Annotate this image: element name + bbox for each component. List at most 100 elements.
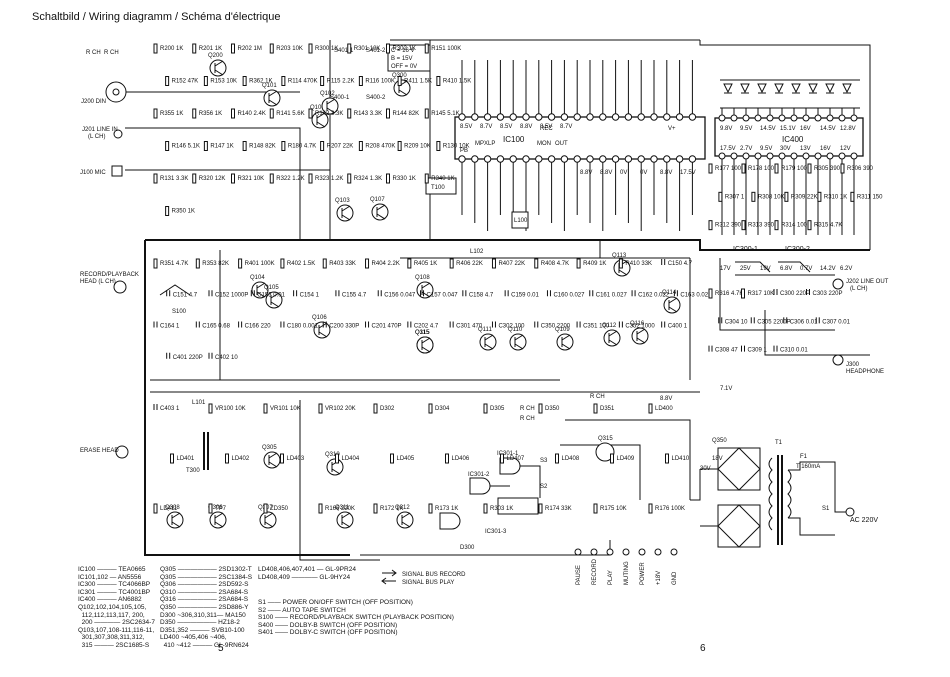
part-label: R141 5.6K <box>276 111 304 117</box>
transistor-emitter <box>268 461 278 468</box>
part-label: C164 1 <box>160 324 180 330</box>
part-label: R306 390 <box>847 166 874 172</box>
svg-text:C = 16 V: C = 16 V <box>391 48 415 54</box>
resistor-body <box>358 76 363 86</box>
resistor-body <box>308 173 313 184</box>
part-label: R355 1K <box>160 111 183 117</box>
part-label: C151 4.7 <box>173 292 198 298</box>
part-label: C155 4.7 <box>342 292 367 298</box>
part-label: LD401 <box>177 456 195 462</box>
control-pin <box>670 548 678 556</box>
resistor-body <box>269 43 274 54</box>
control-pin <box>654 548 662 556</box>
ic400-pin <box>790 152 798 160</box>
svg-text:J200 DIN: J200 DIN <box>81 99 106 105</box>
transistor-symbol <box>509 333 527 351</box>
resistor-body <box>192 108 197 119</box>
part-label: R116 100K <box>365 79 395 85</box>
ic400-pin <box>754 114 762 122</box>
resistor-body <box>538 503 543 514</box>
transistor-symbol <box>263 451 281 469</box>
part-label: LD402 <box>232 456 250 462</box>
ic100-pin <box>611 113 620 121</box>
input-jacks: J200 DIN R CH R CH J201 LINE IN (L CH) J… <box>80 50 127 177</box>
resistor-body <box>436 76 441 86</box>
ic100-pin <box>611 155 620 163</box>
part-label: C158 4.7 <box>469 292 494 298</box>
part-label: R407 22K <box>498 261 525 267</box>
resistor-body <box>347 108 352 119</box>
transistor-label: Q112 <box>602 323 617 329</box>
t100-block: T100 L100 <box>425 177 529 229</box>
svg-text:IC301-2: IC301-2 <box>468 472 490 478</box>
transistor-collector <box>214 60 224 67</box>
part-label: R350 1K <box>172 209 195 215</box>
part-label: R312 390 <box>715 223 742 229</box>
ic100-pin <box>688 155 697 163</box>
svg-text:R CH: R CH <box>86 50 101 56</box>
svg-text:MON: MON <box>537 141 551 147</box>
transistor-collector <box>608 330 618 337</box>
transistor-label: Q310 <box>325 452 340 458</box>
part-label: C153 0.01 <box>257 292 285 298</box>
part-label: C157 0.047 <box>427 292 459 298</box>
ic100-pin <box>535 155 543 163</box>
transistor-collector <box>268 452 278 459</box>
resistor-body <box>153 43 158 54</box>
voltage-label: 8.7V <box>480 124 492 130</box>
part-label: LD404 <box>342 456 360 462</box>
part-label: R151 100K <box>431 46 461 52</box>
resistor-body <box>648 403 653 414</box>
voltage-label: 16V <box>820 146 831 152</box>
ic400-block: IC400 <box>714 108 864 235</box>
voltage-label: 0V <box>640 170 647 176</box>
resistor-body <box>373 403 378 414</box>
transistor-emitter <box>668 306 678 313</box>
transistor-collector <box>668 297 678 304</box>
voltage-label: 8.8V <box>660 170 672 176</box>
transistor-label: Q109 <box>555 327 570 333</box>
resistor-body <box>648 503 653 514</box>
part-label: C163 0.022 <box>680 292 712 298</box>
transistor-label: Q114 <box>662 290 677 296</box>
resistor-body <box>491 258 496 269</box>
part-label: C180 0.001 <box>287 324 319 330</box>
transistor-symbol <box>371 203 389 221</box>
resistor-body <box>231 173 235 184</box>
voltage-label: 9.5V <box>760 146 772 152</box>
resistor-body <box>165 141 170 151</box>
power-supply: Q350 T1 F1 T 160mA S1 AC 220V <box>690 438 878 548</box>
resistor-body <box>165 76 170 86</box>
part-label: R200 1K <box>160 46 183 52</box>
control-pin <box>590 548 598 556</box>
resistor-body <box>708 220 713 231</box>
transistor-label: Q311 <box>335 505 350 511</box>
part-label: R340 1K <box>431 176 454 182</box>
resistor-body <box>308 43 313 54</box>
resistor-body <box>318 503 323 514</box>
transistor-emitter <box>376 213 386 220</box>
transistor-label: Q312 <box>395 505 410 511</box>
ic100-pin <box>560 155 569 163</box>
transistor-symbol <box>209 511 227 529</box>
svg-text:ERASE HEAD: ERASE HEAD <box>80 448 119 454</box>
voltage-label: 0V <box>620 170 627 176</box>
resistor-body <box>153 258 158 269</box>
ic100-pin <box>496 155 505 163</box>
part-label: R353 82K <box>202 261 229 267</box>
transistor-collector <box>421 337 431 344</box>
svg-text:IC300-2: IC300-2 <box>785 246 810 253</box>
ic400-pin <box>718 114 726 122</box>
transistor-collector <box>421 282 431 289</box>
part-label: R131 3.3K <box>160 176 188 182</box>
part-label: R311 150 <box>857 194 883 200</box>
led-diode <box>757 83 767 94</box>
voltage-label: 16V <box>800 126 811 132</box>
voltage-label: 9.5V <box>740 126 752 132</box>
transistor-symbol <box>336 511 354 529</box>
transistor-label: Q111 <box>478 327 492 333</box>
part-label: R411 1.5K <box>404 79 432 85</box>
part-label: R301 10K <box>354 46 381 52</box>
part-label: R309 22K <box>791 194 818 200</box>
